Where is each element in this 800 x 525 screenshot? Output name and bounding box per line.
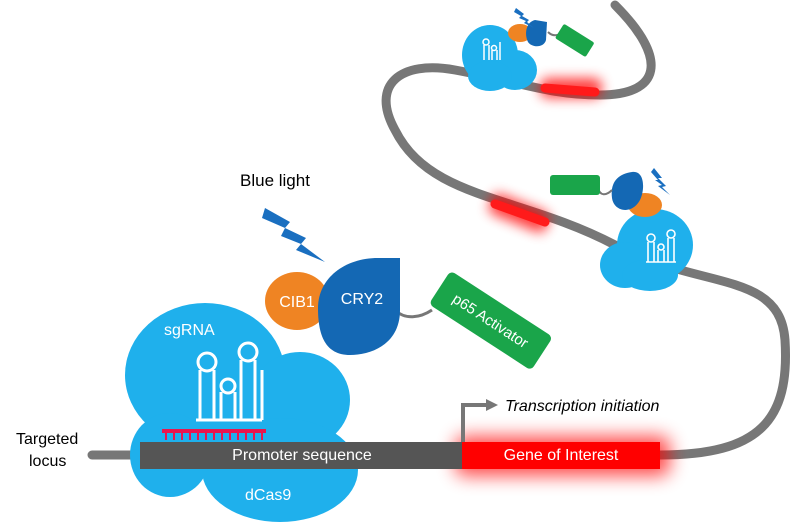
cry2-label: CRY2 [341,291,383,308]
targeted-locus-label-line1: Targeted [16,431,78,448]
blue-light-label: Blue light [240,171,310,190]
cry2-protein [318,258,400,355]
middle-gene-highlight [488,193,550,233]
sgrna-label: sgRNA [164,322,215,339]
sgrna-target-pairing [162,429,266,440]
gene-bar-overlay [462,442,660,469]
upper-gene-highlight [540,78,602,98]
sgrna-hairpin-icon [196,341,264,422]
p65-linker [393,308,433,319]
dcas9-label: dCas9 [245,487,291,504]
p65-activator [430,272,551,369]
lower-right-complex [550,168,693,291]
cib1-protein [265,272,329,330]
targeted-locus-label-line2: locus [29,453,66,470]
arrow-icon [461,403,488,442]
transcription-label: Transcription initiation [505,398,660,415]
cib1-label: CIB1 [279,294,315,311]
promoter-bar-overlay [140,442,462,469]
lightning-icon [262,208,325,262]
gene-label: Gene of Interest [504,447,619,464]
promoter-label: Promoter sequence [232,447,372,464]
arrow-icon-head [486,399,498,411]
upper-complex [462,8,594,91]
